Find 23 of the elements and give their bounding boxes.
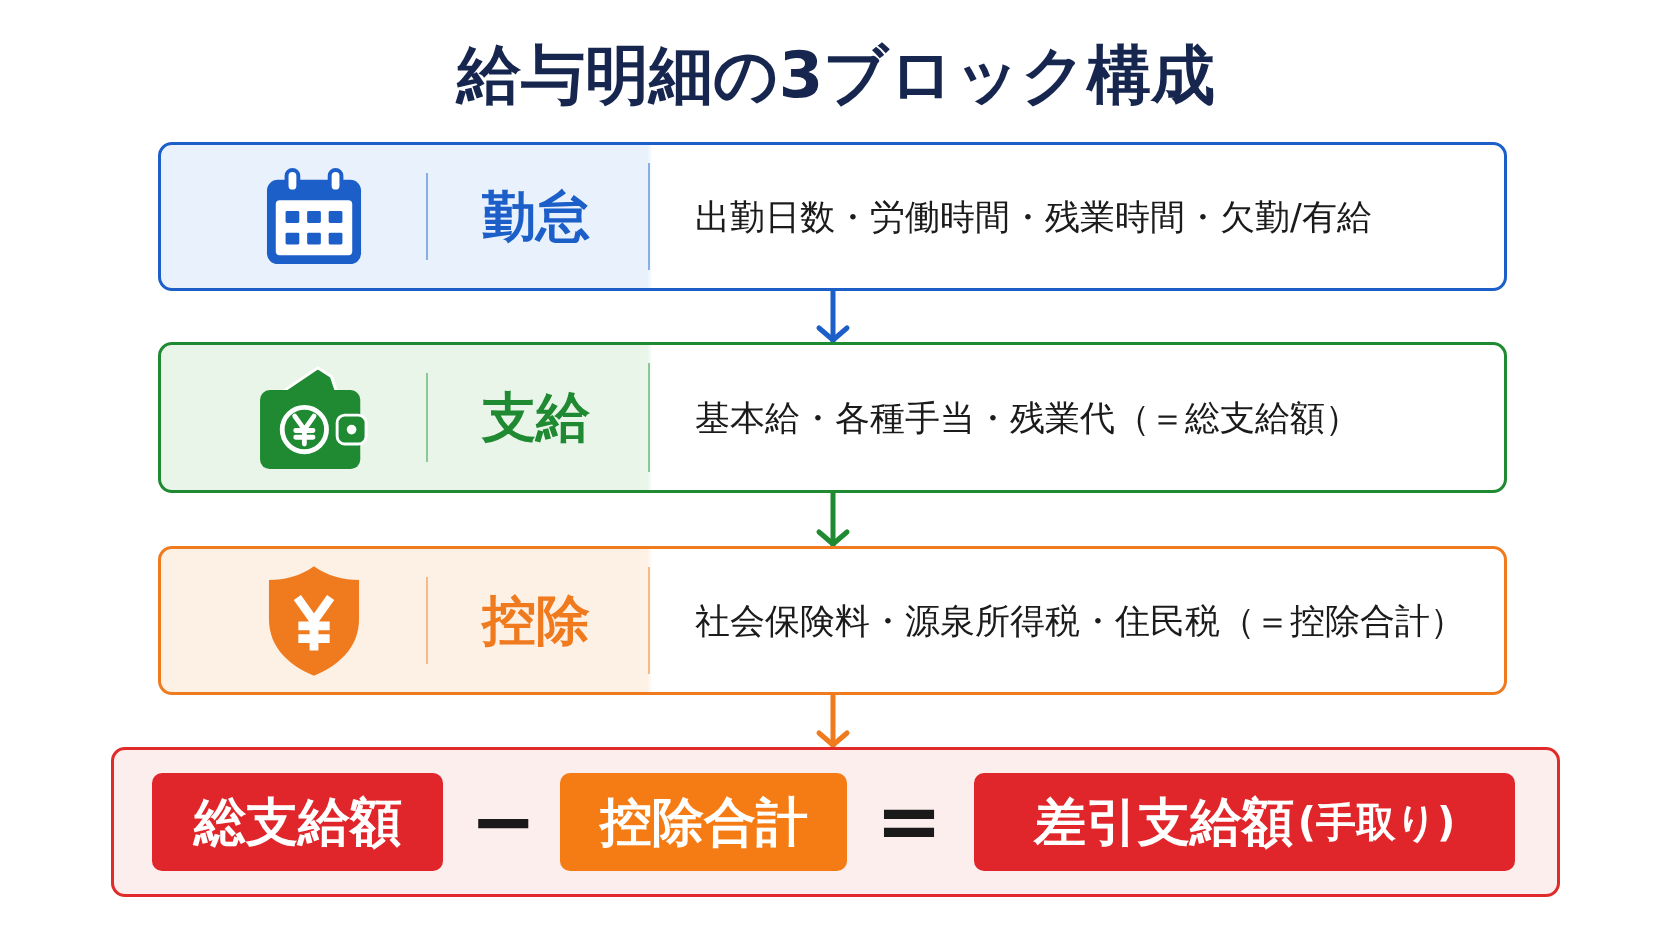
term-note: (手取り) (1297, 798, 1456, 847)
formula-term (560, 773, 847, 871)
arrow (816, 291, 850, 343)
minus-sign: − (468, 777, 538, 867)
formula-term (974, 773, 1515, 871)
section-description: 出勤日数・労働時間・残業時間・欠勤/有給 (695, 195, 1372, 239)
section-heading: 支給 (480, 384, 591, 451)
section-card (158, 342, 1507, 493)
section-card (158, 142, 1507, 291)
formula-term (152, 773, 443, 871)
equals-sign: = (874, 777, 944, 867)
term-text: 総支給額 (193, 791, 402, 854)
section-description: 社会保険料・源泉所得税・住民税（＝控除合計） (695, 599, 1465, 643)
section-heading: 控除 (480, 587, 591, 654)
formula-panel (111, 747, 1560, 897)
arrow (816, 493, 850, 547)
section-card (158, 546, 1507, 695)
arrow (816, 695, 850, 748)
title: 給与明細の3ブロック構成 (454, 37, 1217, 114)
term-text: 差引支給額 (1033, 791, 1294, 854)
section-description: 基本給・各種手当・残業代（＝総支給額） (695, 396, 1360, 440)
section-heading: 勤怠 (481, 183, 591, 250)
term-text: 控除合計 (599, 791, 808, 854)
